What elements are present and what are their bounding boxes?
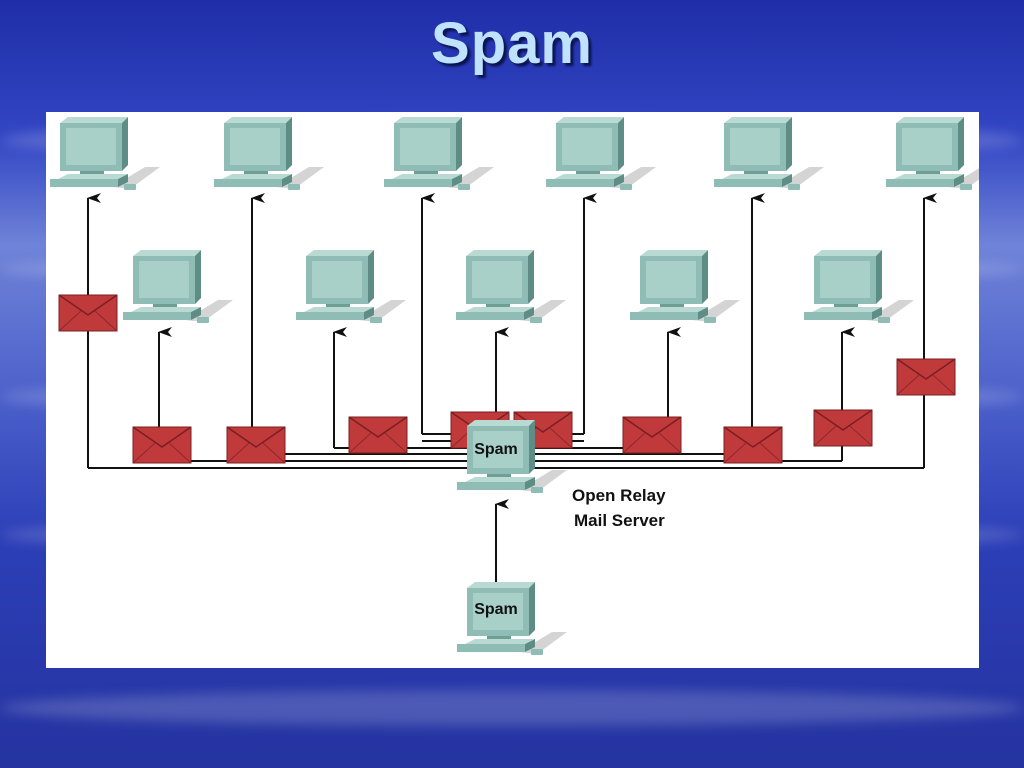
spam-envelope-icon: [226, 426, 286, 464]
recipient-computer: [714, 117, 824, 190]
spam-envelope-icon: [132, 426, 192, 464]
spam-envelope-icon: [723, 426, 783, 464]
spam-envelope-icon: [348, 416, 408, 454]
relay-screen-label: Spam: [474, 441, 518, 458]
recipient-computer: [384, 117, 494, 190]
recipient-computer: [50, 117, 160, 190]
spam-envelope-icon: [622, 416, 682, 454]
recipient-computer: [296, 250, 406, 323]
recipient-computer: [886, 117, 979, 190]
spam-envelope-icon: [813, 409, 873, 447]
relay-caption-line2: Mail Server: [574, 511, 665, 530]
recipient-computer: [804, 250, 914, 323]
recipient-computer: [123, 250, 233, 323]
recipient-computer: [546, 117, 656, 190]
relay-caption-line1: Open Relay: [572, 486, 666, 505]
spammer-computer: Spam: [457, 582, 567, 655]
open-relay-mail-server: Spam: [457, 420, 567, 493]
spammer-screen-label: Spam: [474, 601, 518, 618]
diagram-panel: Spam Open Relay Mail Server Spam: [46, 112, 979, 668]
recipient-computer: [630, 250, 740, 323]
spam-envelope-icon: [896, 358, 956, 396]
background-cloud: [0, 690, 1024, 726]
slide-title: Spam: [431, 11, 593, 76]
recipient-computer: [214, 117, 324, 190]
spam-relay-diagram: Spam Open Relay Mail Server Spam: [50, 117, 979, 655]
spam-envelope-icon: [58, 294, 118, 332]
recipient-computer: [456, 250, 566, 323]
spammer-computer-icon: [457, 582, 567, 655]
